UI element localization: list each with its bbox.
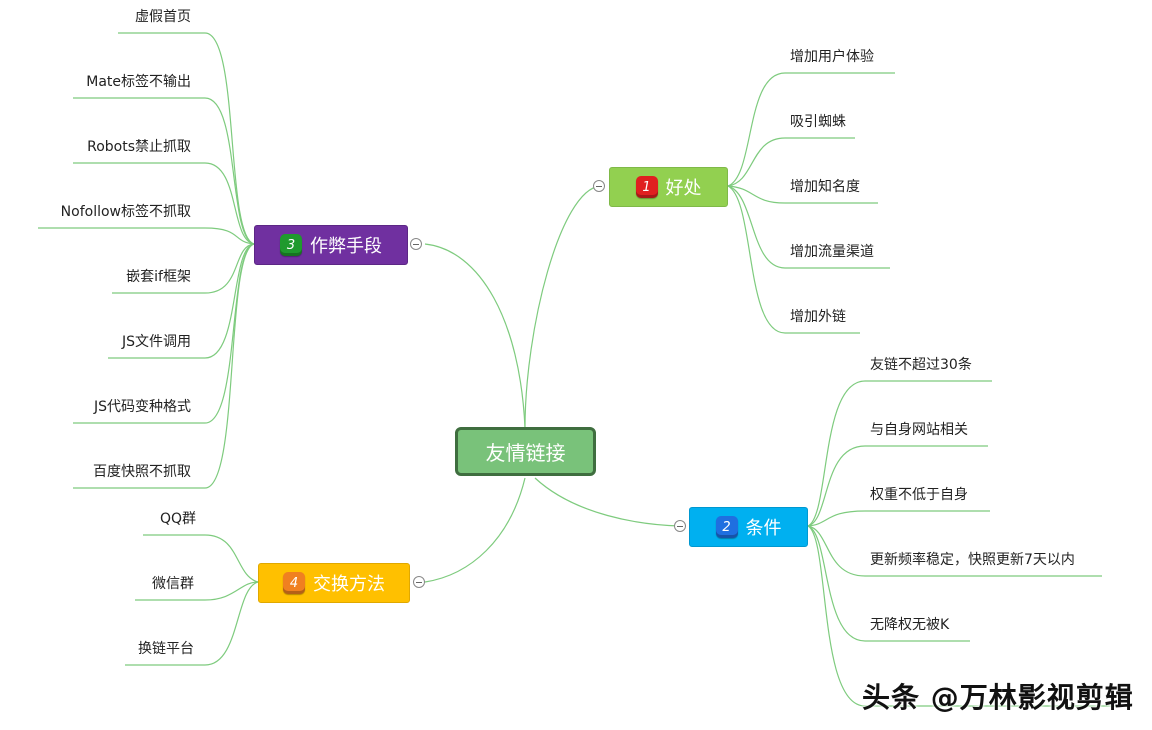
leaf-exchange-3[interactable]: 换链平台 [138, 641, 194, 657]
central-topic-label: 友情链接 [485, 441, 566, 465]
leaf-cheating-7[interactable]: JS代码变种格式 [93, 399, 191, 415]
collapse-toggle-conditions[interactable] [674, 520, 686, 532]
leaf-exchange-1[interactable]: QQ群 [159, 511, 196, 527]
topic-cheating[interactable]: 3 作弊手段 [254, 225, 408, 265]
leaf-cheating-4[interactable]: Nofollow标签不抓取 [60, 204, 191, 220]
leaf-cheating-2[interactable]: Mate标签不输出 [86, 74, 191, 90]
leaf-cheating-5[interactable]: 嵌套if框架 [126, 269, 191, 285]
collapse-toggle-benefits[interactable] [593, 180, 605, 192]
number-badge-4: 4 [283, 572, 305, 594]
topic-benefits[interactable]: 1 好处 [609, 167, 728, 207]
leaf-cheating-1[interactable]: 虚假首页 [135, 9, 191, 25]
leaf-cheating-3[interactable]: Robots禁止抓取 [87, 139, 191, 155]
central-topic[interactable]: 友情链接 [455, 427, 596, 476]
topic-conditions[interactable]: 2 条件 [689, 507, 808, 547]
leaf-benefits-4[interactable]: 增加流量渠道 [790, 244, 874, 260]
watermark-text: 头条 @万林影视剪辑 [862, 681, 1134, 714]
leaf-exchange-2[interactable]: 微信群 [152, 576, 194, 592]
leaf-conditions-2[interactable]: 与自身网站相关 [870, 422, 968, 438]
topic-exchange[interactable]: 4 交换方法 [258, 563, 410, 603]
leaf-benefits-3[interactable]: 增加知名度 [790, 179, 860, 195]
leaf-cheating-6[interactable]: JS文件调用 [121, 334, 191, 350]
leaf-benefits-2[interactable]: 吸引蜘蛛 [790, 114, 846, 130]
topic-exchange-label: 交换方法 [313, 574, 385, 595]
collapse-toggle-cheating[interactable] [410, 238, 422, 250]
collapse-toggle-exchange[interactable] [413, 576, 425, 588]
number-badge-3: 3 [280, 234, 302, 256]
number-badge-1: 1 [635, 176, 658, 198]
leaf-conditions-4[interactable]: 更新频率稳定，快照更新7天以内 [870, 552, 1075, 568]
topic-conditions-label: 条件 [745, 518, 782, 539]
number-badge-2: 2 [715, 516, 738, 538]
leaf-benefits-1[interactable]: 增加用户体验 [790, 49, 874, 65]
leaf-cheating-8[interactable]: 百度快照不抓取 [93, 464, 191, 480]
leaf-conditions-3[interactable]: 权重不低于自身 [870, 487, 968, 503]
topic-cheating-label: 作弊手段 [310, 236, 382, 257]
leaf-conditions-1[interactable]: 友链不超过30条 [870, 357, 972, 373]
topic-benefits-label: 好处 [665, 178, 702, 199]
leaf-conditions-5[interactable]: 无降权无被K [870, 617, 950, 633]
leaf-benefits-5[interactable]: 增加外链 [790, 309, 846, 325]
